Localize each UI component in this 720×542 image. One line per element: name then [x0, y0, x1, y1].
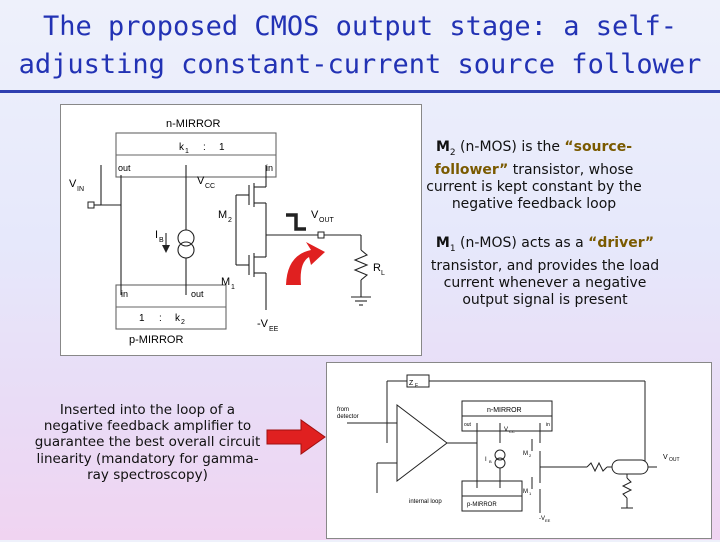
svg-text:EE: EE — [545, 518, 551, 523]
svg-text:-V: -V — [539, 516, 545, 522]
svg-text:in: in — [121, 289, 128, 299]
red-arrow-icon — [286, 242, 325, 285]
svg-text:IN: IN — [77, 186, 84, 193]
svg-text:2: 2 — [529, 453, 532, 458]
vcc-label: V — [197, 175, 205, 187]
ib-label: I — [155, 229, 158, 241]
svg-text:in: in — [546, 422, 550, 428]
svg-text:2: 2 — [181, 319, 185, 326]
svg-text:B: B — [159, 237, 164, 244]
feedback-schematic-drawing: Z F from detector n-MIRROR out in V CC I… — [337, 374, 680, 523]
svg-text:out: out — [464, 422, 472, 428]
vin-label: V — [69, 178, 77, 190]
svg-text:L: L — [381, 270, 385, 277]
svg-text:1: 1 — [139, 313, 145, 324]
svg-text:detector: detector — [337, 414, 359, 420]
svg-text:CC: CC — [205, 183, 215, 190]
svg-text::: : — [203, 142, 206, 153]
p-mirror-label: p-MIRROR — [129, 334, 183, 346]
svg-text:from: from — [337, 407, 349, 413]
svg-text:internal loop: internal loop — [409, 499, 442, 505]
svg-text:EE: EE — [269, 326, 279, 333]
vout-label: V — [311, 209, 319, 221]
svg-text::: : — [159, 313, 162, 324]
svg-text:out: out — [118, 163, 131, 173]
svg-text:OUT: OUT — [319, 217, 335, 224]
title-line-2: adjusting constant-current source follow… — [18, 49, 702, 80]
title-rule — [0, 90, 720, 93]
vee-label: -V — [257, 318, 269, 330]
m2-label: M — [218, 209, 227, 221]
m1-description: M1 (n-MOS) acts as a “driver” transistor… — [430, 235, 660, 308]
n-mirror-label: n-MIRROR — [166, 118, 220, 130]
svg-text:I: I — [485, 457, 487, 463]
svg-text:B: B — [489, 459, 492, 464]
main-schematic-drawing: n-MIRROR k 1 : 1 out in V IN V CC M 2 I … — [69, 118, 385, 346]
svg-text:2: 2 — [228, 217, 232, 224]
svg-text:OUT: OUT — [669, 457, 680, 463]
svg-text:F: F — [415, 383, 418, 389]
svg-text:CC: CC — [509, 429, 515, 434]
svg-text:in: in — [266, 163, 273, 173]
svg-text:k: k — [175, 313, 181, 324]
slide-title: The proposed CMOS output stage: a self- … — [0, 8, 720, 84]
red-right-arrow-icon — [266, 419, 326, 455]
svg-text:out: out — [191, 289, 204, 299]
feedback-schematic: Z F from detector n-MIRROR out in V CC I… — [326, 362, 712, 539]
svg-text:M: M — [523, 489, 528, 495]
svg-text:n-MIRROR: n-MIRROR — [487, 407, 522, 414]
svg-text:M: M — [523, 451, 528, 457]
svg-text:V: V — [504, 427, 508, 433]
title-line-1: The proposed CMOS output stage: a self- — [43, 11, 677, 42]
m1-label: M — [221, 276, 230, 288]
main-schematic: n-MIRROR k 1 : 1 out in V IN V CC M 2 I … — [60, 104, 422, 356]
k1-label: k — [179, 142, 185, 153]
svg-text:1: 1 — [231, 284, 235, 291]
rl-label: R — [373, 262, 381, 274]
svg-text:p-MIRROR: p-MIRROR — [467, 502, 497, 508]
svg-text:Z: Z — [409, 380, 414, 387]
svg-text:1: 1 — [529, 491, 532, 496]
svg-text:1: 1 — [219, 142, 225, 153]
loop-note: Inserted into the loop of a negative fee… — [34, 402, 261, 483]
m2-description: M2 (n-MOS) is the “source-follower” tran… — [426, 139, 642, 212]
svg-text:1: 1 — [185, 148, 189, 155]
svg-text:V: V — [663, 454, 668, 461]
